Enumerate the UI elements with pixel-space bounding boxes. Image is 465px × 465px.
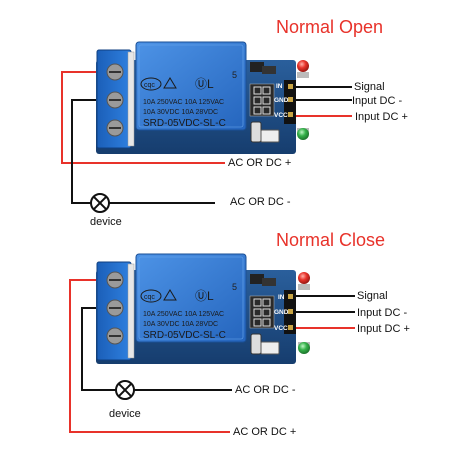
wire-red-ac [61, 71, 225, 164]
pin-header [249, 83, 275, 117]
pin-gnd-label: GND [274, 97, 289, 104]
screw-icon [106, 299, 124, 317]
input-dc-minus-label: Input DC - [357, 307, 407, 319]
jumper-icon [250, 333, 280, 355]
cqc-logo: cqc [144, 82, 155, 89]
screw-icon [106, 327, 124, 345]
pin-in-label: IN [278, 294, 285, 301]
screw-terminal-block [96, 49, 135, 149]
wires [61, 71, 352, 204]
screw-icon [106, 271, 124, 289]
relay-body: cqc ⓊL 5 10A 250VAC 10A 125VAC 10A 30VDC… [135, 41, 247, 131]
device-lamp-icon [115, 380, 135, 400]
transistor [250, 62, 264, 72]
pin-vcc-label: VCC [274, 325, 288, 332]
warning-triangle-icon [163, 289, 177, 301]
section-normal-close: Normal Close device [69, 230, 410, 438]
pin-header [249, 295, 275, 329]
pin-block [284, 80, 296, 124]
wire-black-device [71, 99, 215, 204]
ul-logo-icon: ⓊL [195, 77, 214, 91]
ul-logo-icon: ⓊL [195, 289, 214, 303]
ac-dc-upper-label: AC OR DC + [228, 157, 291, 169]
resistor [262, 278, 276, 286]
ac-dc-lower-label: AC OR DC - [230, 196, 291, 208]
pin-block [284, 290, 296, 334]
relay-body: cqc ⓊL 5 10A 250VAC 10A 125VAC 10A 30VDC… [135, 253, 247, 343]
cqc-logo: cqc [144, 294, 155, 301]
wires [69, 279, 355, 433]
input-dc-plus-label: Input DC + [355, 111, 408, 123]
section-title: Normal Open [276, 17, 383, 37]
signal-label: Signal [354, 81, 385, 93]
input-dc-minus-label: Input DC - [352, 95, 402, 107]
device-lamp-icon [90, 193, 110, 213]
pin-gnd-label: GND [274, 309, 289, 316]
led-red-icon [297, 60, 309, 78]
relay-spec-line2: 10A 30VDC 10A 28VDC [143, 109, 218, 116]
relay-model: SRD-05VDC-SL-C [143, 118, 226, 129]
relay-spec-line2: 10A 30VDC 10A 28VDC [143, 321, 218, 328]
pin-vcc-label: VCC [274, 112, 288, 119]
transistor [250, 274, 264, 284]
resistor [262, 66, 276, 74]
ac-dc-lower-label: AC OR DC + [233, 426, 296, 438]
relay-spec-line1: 10A 250VAC 10A 125VAC [143, 99, 224, 106]
signal-label: Signal [357, 290, 388, 302]
input-dc-plus-label: Input DC + [357, 323, 410, 335]
cqc-logo-icon [140, 289, 162, 303]
led-red-icon [298, 272, 310, 290]
relay-number: 5 [232, 70, 237, 80]
screw-icon [106, 119, 124, 137]
device-label: device [90, 216, 122, 228]
wire-red-ac [69, 279, 230, 433]
screw-terminal-block [96, 261, 135, 361]
jumper-icon [250, 121, 280, 143]
device-label: device [109, 408, 141, 420]
relay-model: SRD-05VDC-SL-C [143, 330, 226, 341]
warning-triangle-icon [163, 77, 177, 89]
wire-black-device [81, 307, 232, 391]
section-normal-open: Normal Open device [61, 17, 408, 228]
cqc-logo-icon [140, 77, 162, 91]
led-green-icon [298, 342, 310, 354]
screw-icon [106, 91, 124, 109]
relay-number: 5 [232, 282, 237, 292]
led-green-icon [297, 128, 309, 140]
ac-dc-upper-label: AC OR DC - [235, 384, 296, 396]
relay-spec-line1: 10A 250VAC 10A 125VAC [143, 311, 224, 318]
pin-in-label: IN [276, 83, 283, 90]
section-title: Normal Close [276, 230, 385, 250]
screw-icon [106, 63, 124, 81]
